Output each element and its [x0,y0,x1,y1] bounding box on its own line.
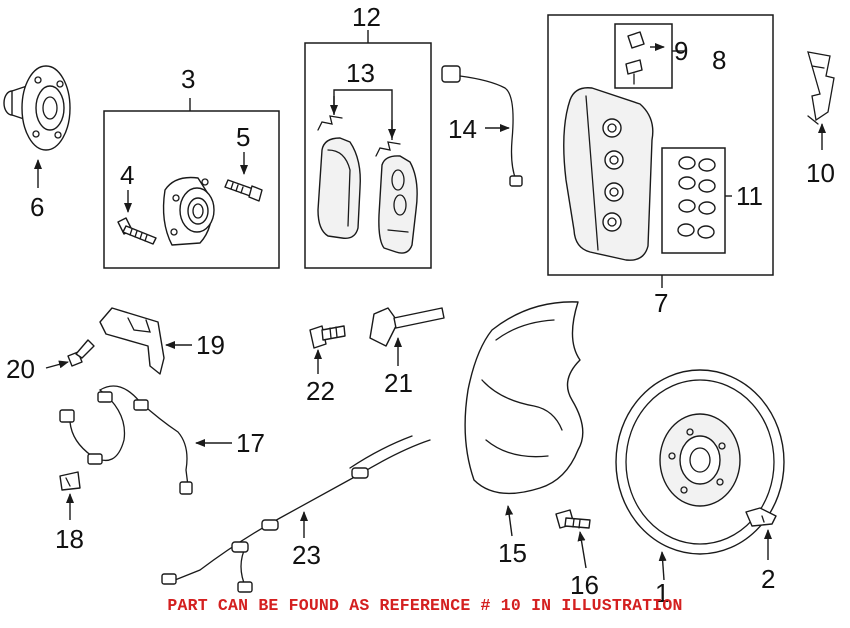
rotor-screw [745,507,777,527]
callout-7: 7 [654,288,668,318]
callout-17: 17 [236,428,265,458]
callout-23: 23 [292,540,321,570]
callout-8: 8 [712,45,726,75]
harness-clip [59,471,81,491]
callout-16: 16 [570,570,599,600]
callout-19: 19 [196,330,225,360]
callout-10: 10 [806,158,835,188]
brake-caliper [563,87,654,261]
callout-15: 15 [498,538,527,568]
brake-pad-inner [317,137,361,239]
pad-clips [317,115,401,157]
callout-9: 9 [674,36,688,66]
caliper-spring-clip [807,51,835,125]
callout-11: 11 [736,181,763,211]
brake-pad-outer [378,155,418,254]
callout-22: 22 [306,376,335,406]
shield-bolt [555,509,591,529]
callout-12: 12 [352,2,381,32]
callout-13: 13 [346,58,375,88]
wiring-harness [161,435,431,593]
brake-dust-shield [464,301,584,495]
callout-3: 3 [181,64,195,94]
callout-14: 14 [448,114,477,144]
callout-4: 4 [120,160,134,190]
sensor-bracket [99,307,165,375]
caliper-group-box [547,14,774,276]
callout-21: 21 [384,368,413,398]
wheel-speed-sensor [369,307,445,347]
brake-rotor [615,369,785,555]
abs-sensor-harness [59,385,193,495]
callout-18: 18 [55,524,84,554]
caliper-bolt [625,31,645,85]
callout-6: 6 [30,192,44,222]
callout-2: 2 [761,564,775,594]
speed-sensor-bolt [309,325,346,349]
wheel-hub-flange [3,65,71,151]
pad-wear-sensor [441,65,523,187]
hub-group-box [103,110,280,269]
wheel-bearing-hub [162,176,215,246]
callout-5: 5 [236,122,250,152]
callout-1: 1 [655,578,669,608]
caliper-bolt-group-box [614,23,673,89]
hub-bolt [117,217,157,245]
bracket-bolt [67,339,95,367]
callout-20: 20 [6,354,35,384]
seal-kit-group-box [661,147,726,254]
caliper-seal-kit [677,156,716,239]
leader-lines [34,30,826,581]
reference-note: PART CAN BE FOUND AS REFERENCE # 10 IN I… [167,596,683,615]
hub-bolt-long [224,179,263,202]
